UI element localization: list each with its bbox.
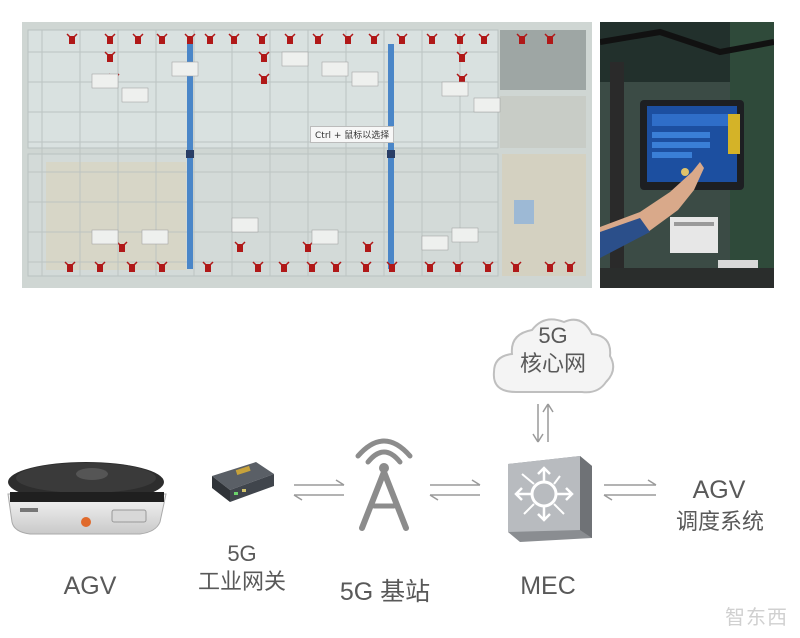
station-marker bbox=[544, 33, 556, 44]
mec-label: MEC bbox=[520, 572, 576, 600]
arrow-cloud-mec bbox=[532, 403, 554, 443]
station-marker bbox=[544, 261, 556, 272]
map-note bbox=[141, 229, 169, 245]
station-marker bbox=[66, 33, 78, 44]
station-marker bbox=[256, 33, 268, 44]
map-note bbox=[171, 61, 199, 77]
station-marker bbox=[330, 261, 342, 272]
station-marker bbox=[156, 33, 168, 44]
map-note bbox=[441, 81, 469, 97]
station-marker bbox=[258, 51, 270, 62]
station-marker bbox=[306, 261, 318, 272]
station-marker bbox=[478, 33, 490, 44]
station-marker bbox=[116, 241, 128, 252]
map-note bbox=[351, 71, 379, 87]
cloud-5g-core-icon bbox=[492, 318, 615, 394]
station-marker bbox=[452, 261, 464, 272]
station-marker bbox=[202, 261, 214, 272]
industrial-gateway-icon bbox=[212, 462, 274, 502]
mec-server-icon bbox=[508, 456, 592, 542]
map-note bbox=[91, 73, 119, 89]
gateway-label-line2: 工业网关 bbox=[197, 569, 286, 594]
gateway-label-line1: 5G bbox=[227, 541, 257, 566]
station-marker bbox=[302, 241, 314, 252]
station-marker bbox=[368, 33, 380, 44]
station-marker bbox=[510, 261, 522, 272]
map-note bbox=[281, 51, 309, 67]
arrow-gateway-basestation bbox=[293, 479, 345, 501]
dispatch-label-line2: 调度系统 bbox=[675, 509, 764, 534]
station-marker bbox=[456, 51, 468, 62]
station-marker bbox=[360, 261, 372, 272]
base-station-label: 5G 基站 bbox=[339, 578, 431, 606]
map-grid-lines bbox=[28, 30, 498, 276]
station-marker bbox=[386, 261, 398, 272]
map-tooltip: Ctrl + 鼠标以选择 bbox=[310, 126, 395, 143]
arrow-basestation-mec bbox=[429, 479, 481, 501]
station-marker bbox=[234, 241, 246, 252]
factory-map-photo: Ctrl + 鼠标以选择 bbox=[22, 22, 592, 288]
station-marker bbox=[184, 33, 196, 44]
base-station-tower-icon bbox=[355, 438, 413, 531]
agv-label: AGV bbox=[63, 572, 117, 600]
map-note-blocks bbox=[91, 51, 501, 251]
station-marker bbox=[156, 261, 168, 272]
station-marker bbox=[564, 261, 576, 272]
station-marker bbox=[456, 73, 468, 84]
station-marker bbox=[362, 241, 374, 252]
agv-robot-icon bbox=[7, 462, 167, 535]
map-note bbox=[121, 87, 149, 103]
watermark-logo: 智东西 bbox=[725, 607, 788, 629]
dispatch-label-line1: AGV bbox=[692, 476, 746, 504]
cloud-label-line2: 核心网 bbox=[519, 351, 586, 376]
station-marker bbox=[342, 33, 354, 44]
station-marker bbox=[132, 33, 144, 44]
station-marker bbox=[252, 261, 264, 272]
station-marker bbox=[424, 261, 436, 272]
agv-station-markers bbox=[64, 33, 576, 272]
hmi-touchscreen-photo bbox=[600, 22, 774, 288]
station-marker bbox=[278, 261, 290, 272]
station-marker bbox=[516, 33, 528, 44]
factory-map-drawing bbox=[22, 22, 592, 288]
station-marker bbox=[426, 33, 438, 44]
cloud-label-line1: 5G bbox=[538, 323, 568, 348]
station-marker bbox=[204, 33, 216, 44]
map-note bbox=[321, 61, 349, 77]
station-marker bbox=[228, 33, 240, 44]
map-note bbox=[421, 235, 449, 251]
hmi-photo-drawing bbox=[600, 22, 774, 288]
station-marker bbox=[312, 33, 324, 44]
map-note bbox=[311, 229, 339, 245]
station-marker bbox=[396, 33, 408, 44]
station-marker bbox=[64, 261, 76, 272]
station-marker bbox=[94, 261, 106, 272]
station-marker bbox=[454, 33, 466, 44]
station-marker bbox=[482, 261, 494, 272]
station-marker bbox=[104, 51, 116, 62]
map-note bbox=[473, 97, 501, 113]
map-note bbox=[231, 217, 259, 233]
station-marker bbox=[126, 261, 138, 272]
map-note bbox=[451, 227, 479, 243]
station-marker bbox=[284, 33, 296, 44]
map-note bbox=[91, 229, 119, 245]
station-marker bbox=[258, 73, 270, 84]
arrow-mec-dispatch bbox=[603, 479, 657, 501]
station-marker bbox=[104, 33, 116, 44]
